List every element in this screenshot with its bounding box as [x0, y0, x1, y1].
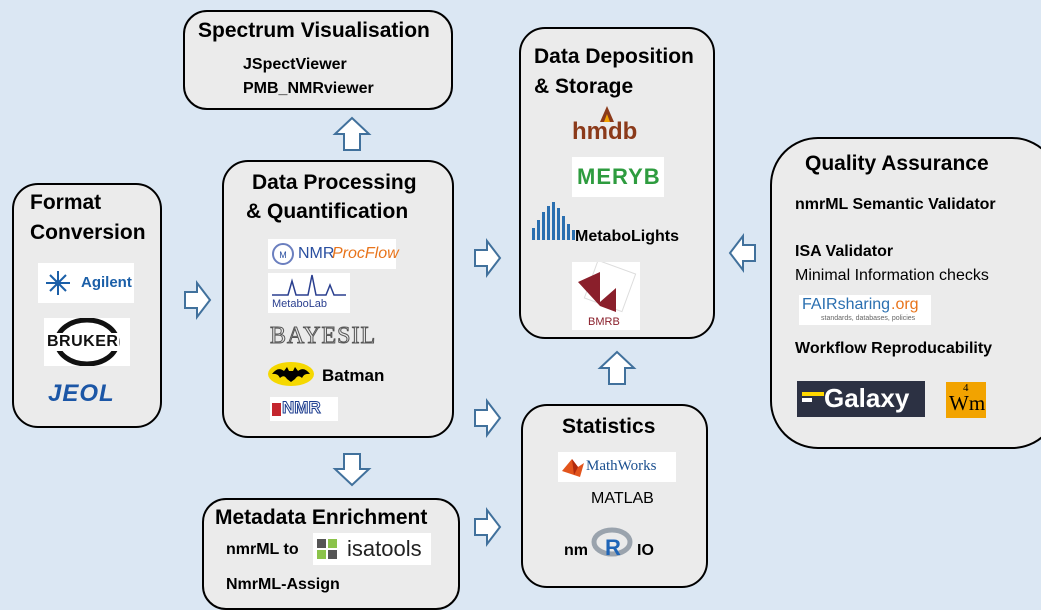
data-processing-title-line1: Data Processing	[252, 171, 417, 194]
r-logo: R	[591, 526, 633, 562]
batman-logo	[268, 362, 314, 386]
hmdb-flame-icon	[600, 106, 614, 122]
arrow-processing-to-visualisation	[332, 116, 372, 151]
batman-bat-icon	[272, 367, 310, 382]
arrow-processing-to-deposition	[474, 238, 502, 278]
statistics-title: Statistics	[562, 415, 656, 438]
arrow-format-to-processing	[184, 280, 212, 320]
wm4-label: Wm	[949, 391, 986, 415]
metabolab-label: MetaboLab	[272, 298, 328, 310]
arrow-quality-to-deposition	[728, 233, 756, 273]
rnmr-label: NMR	[282, 398, 322, 418]
data-deposition-title-line1: Data Deposition	[534, 45, 694, 68]
spectrum-viewer-item-1: JSpectViewer	[243, 56, 347, 73]
arrow-processing-to-statistics	[474, 398, 502, 438]
matlab-label: MATLAB	[591, 490, 654, 507]
wm4-superscript: 4	[963, 382, 969, 394]
fairsharing-label: FAIRsharing	[802, 296, 891, 313]
galaxy-bars-icon	[802, 392, 824, 402]
nmrml-assign-label: NmrML-Assign	[226, 576, 340, 593]
batman-label: Batman	[322, 366, 385, 385]
arrow-metadata-to-statistics	[474, 507, 502, 547]
metadata-enrichment-title: Metadata Enrichment	[215, 506, 428, 529]
hmdb-logo: hmdb	[570, 102, 644, 152]
metabolights-bars-icon	[532, 202, 575, 240]
rnmr-r-icon	[272, 403, 281, 416]
data-deposition-title-line2: & Storage	[534, 75, 634, 98]
nmrprocflow-logo: M NMR ProcFlow	[268, 239, 399, 269]
metabolab-logo: MetaboLab	[268, 273, 350, 313]
galaxy-logo: Galaxy	[797, 381, 925, 417]
metabolights-label: MetaboLights	[575, 228, 679, 245]
bruker-label: BRUKER	[46, 333, 120, 351]
hmdb-label: hmdb	[572, 118, 638, 145]
fairsharing-logo: FAIRsharing .org standards, databases, p…	[799, 295, 931, 325]
nmrprocflow-procflow: ProcFlow	[332, 245, 399, 262]
arrow-statistics-to-deposition	[597, 350, 637, 385]
jeol-label: JEOL	[48, 380, 115, 407]
agilent-label: Agilent	[81, 274, 132, 291]
bmrb-logo: BMRB	[572, 259, 640, 330]
quality-assurance-title: Quality Assurance	[805, 152, 989, 175]
spectrum-viewer-item-2: PMB_NMRviewer	[243, 80, 374, 97]
bayesil-logo: BAYESIL	[268, 321, 377, 353]
isatools-cube-icon	[317, 539, 337, 559]
agilent-spark-icon	[46, 271, 70, 295]
galaxy-label: Galaxy	[824, 383, 910, 413]
isatools-logo: isatools	[313, 533, 431, 565]
mathworks-membrane-icon	[562, 459, 584, 477]
nmrprocflow-icon: M	[272, 243, 294, 265]
minimal-information-checks-label: Minimal Information checks	[795, 267, 989, 284]
format-conversion-title-line2: Conversion	[30, 221, 146, 244]
mathworks-logo: MathWorks	[558, 452, 676, 482]
mathworks-label: MathWorks	[586, 458, 657, 474]
fairsharing-tagline: standards, databases, policies	[821, 315, 916, 322]
fairsharing-suffix: .org	[891, 296, 919, 313]
nmrio-io-label: IO	[637, 542, 654, 559]
data-processing-title-line2: & Quantification	[246, 200, 409, 223]
wm4-logo: 4 Wm	[946, 382, 986, 418]
metabolab-spectrum-icon	[272, 274, 346, 296]
bmrb-label: BMRB	[588, 316, 620, 328]
spectrum-visualisation-box	[183, 10, 453, 110]
nmrio-nm-label: nm	[564, 542, 588, 559]
isatools-label: isatools	[347, 536, 422, 561]
format-conversion-title-line1: Format	[30, 191, 102, 214]
bruker-logo: BRUKER	[44, 318, 130, 366]
metabolights-logo: MetaboLights	[530, 202, 700, 246]
isa-validator-label: ISA Validator	[795, 243, 894, 260]
statistics-box	[521, 404, 708, 588]
spectrum-visualisation-title: Spectrum Visualisation	[198, 19, 430, 42]
bmrb-emblem-icon	[578, 259, 637, 313]
rnmr-logo: NMR	[270, 397, 338, 421]
arrow-processing-to-metadata	[332, 453, 372, 487]
r-language-icon	[591, 527, 633, 557]
nmrml-semantic-validator-label: nmrML Semantic Validator	[795, 196, 996, 213]
svg-text:M: M	[279, 250, 287, 260]
agilent-logo: Agilent	[38, 263, 134, 303]
r-letter: R	[605, 535, 621, 560]
nmrprocflow-nmr: NMR	[298, 245, 335, 262]
meryb-label: MERYB	[577, 164, 661, 189]
meryb-logo: MERYB	[572, 157, 664, 197]
workflow-reproducibility-label: Workflow Reproducability	[795, 340, 993, 357]
jeol-logo: JEOL	[46, 380, 130, 410]
bayesil-label: BAYESIL	[269, 323, 377, 350]
nmrml-to-label: nmrML to	[226, 541, 299, 558]
format-conversion-box	[12, 183, 162, 428]
